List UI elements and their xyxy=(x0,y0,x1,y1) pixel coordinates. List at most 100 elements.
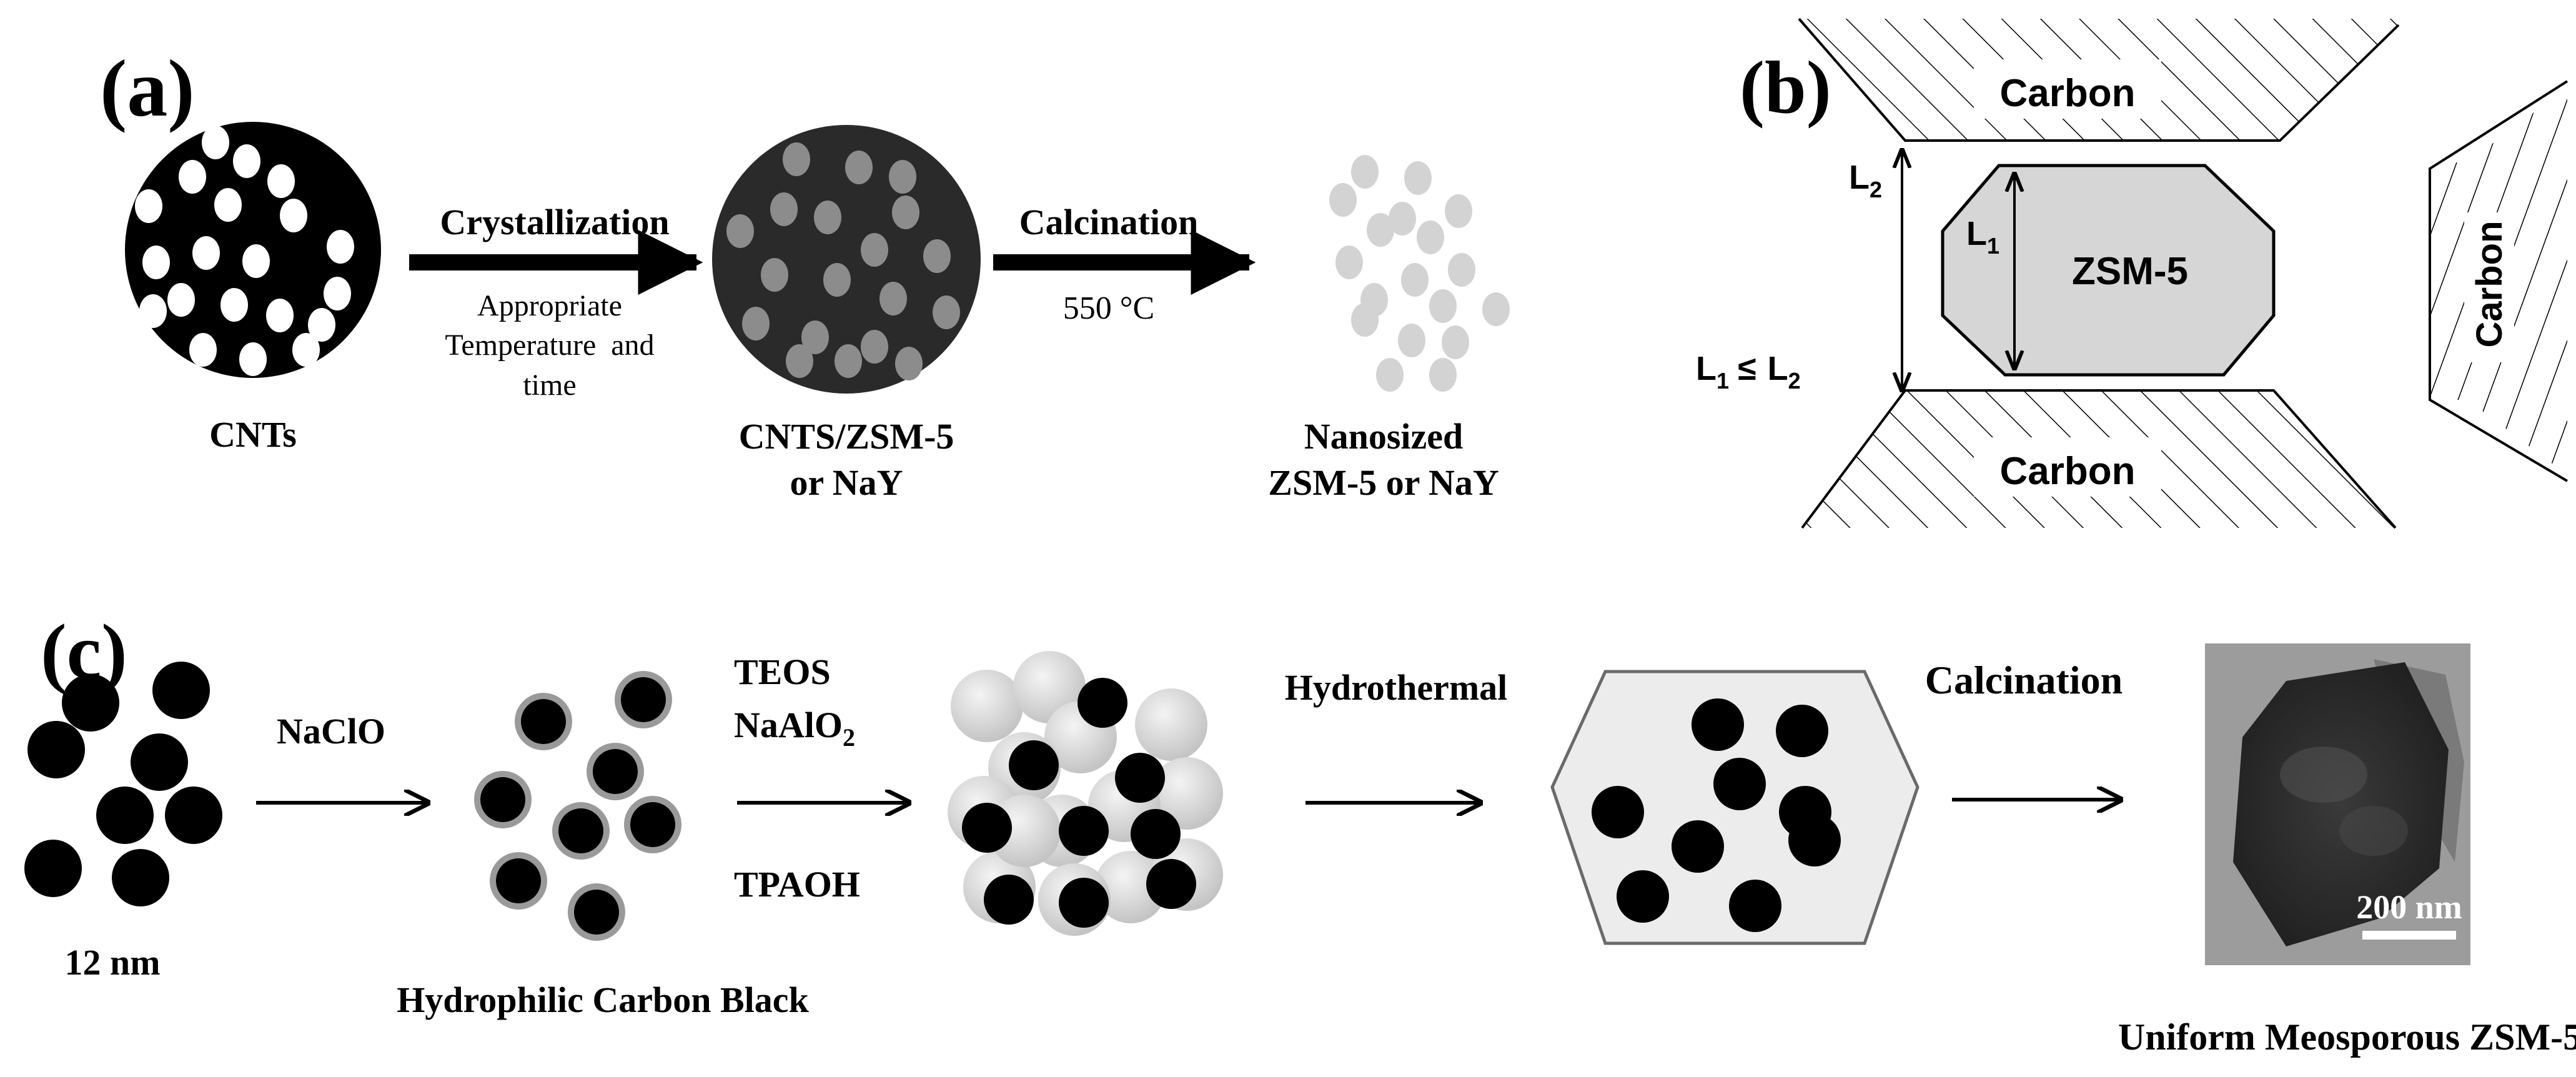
panel-b: (b) Carbon Carbon Carbon ZSM-5 L1 L2 L1≤… xyxy=(1696,17,2569,529)
scale-bar xyxy=(2362,931,2456,940)
carbon-black-particle xyxy=(27,721,85,778)
carbon-right-label-bg xyxy=(2464,212,2514,362)
carbon-black-particle xyxy=(62,674,119,732)
condition-line-3: time xyxy=(523,369,576,402)
calcination-label-c: Calcination xyxy=(1925,658,2123,702)
carbon-core xyxy=(1059,878,1109,928)
silica-shell xyxy=(1135,688,1207,761)
carbon-core xyxy=(962,803,1012,853)
zsm5-dot xyxy=(892,196,919,229)
carbon-template-particle xyxy=(1617,870,1669,923)
zsm5-dot xyxy=(726,214,754,248)
nanosized-dot xyxy=(1401,263,1429,297)
pore xyxy=(233,144,260,178)
calcination-temperature: 550 °C xyxy=(1063,290,1154,326)
nanosized-dot xyxy=(1351,303,1379,337)
carbon-top-label: Carbon xyxy=(2000,72,2136,115)
pore xyxy=(142,246,170,279)
panel-a: (a) CNTs Crystallization Appropriate Tem… xyxy=(100,44,1510,503)
pore xyxy=(239,342,267,376)
pore xyxy=(292,333,320,367)
carbon-black-particle xyxy=(112,849,169,906)
carbon-core xyxy=(1131,809,1181,859)
carbon-template-particle xyxy=(1776,705,1828,757)
carbon-top-label-bg xyxy=(1974,59,2161,119)
carbon-core xyxy=(630,802,675,847)
nanosized-dot xyxy=(1351,155,1379,189)
panel-c: (c) 12 nm NaClO Hydrophilic Carbon Black… xyxy=(24,609,2576,1058)
nanosized-crystals xyxy=(1329,155,1510,392)
carbon-black-particle xyxy=(96,787,154,844)
carbon-core xyxy=(593,749,638,794)
carbon-core xyxy=(574,890,619,935)
naalo2-label: NaAlO2 xyxy=(734,705,855,752)
carbon-template-particle xyxy=(1672,820,1724,873)
naclo-label: NaClO xyxy=(277,711,385,752)
panel-a-label: (a) xyxy=(100,44,195,134)
pore xyxy=(192,236,220,270)
particle-size-label: 12 nm xyxy=(64,942,160,983)
nanosized-dot xyxy=(1482,292,1510,326)
zsm5-crystal xyxy=(1941,164,2276,377)
nanosized-dot xyxy=(1398,324,1425,357)
l1-label: L1 xyxy=(1966,215,1999,259)
nanosized-dot xyxy=(1448,253,1475,287)
carbon-black-particle xyxy=(165,787,222,844)
teos-label: TEOS xyxy=(734,652,831,692)
final-product-label: Uniform Meosporous ZSM-5 xyxy=(2118,1016,2576,1058)
carbon-core xyxy=(1115,753,1165,803)
silica-shell xyxy=(1094,851,1167,923)
cnt-zsm5-disc xyxy=(712,125,981,394)
pore xyxy=(327,230,354,264)
pore xyxy=(167,283,195,317)
carbon-bottom-edge xyxy=(1801,389,2397,529)
pore xyxy=(214,188,242,222)
silica-coated-carbon-cluster xyxy=(948,651,1223,936)
pore xyxy=(202,126,229,159)
nanosized-dot xyxy=(1329,183,1357,217)
zsm5-dot xyxy=(861,330,888,364)
crystallization-label: Crystallization xyxy=(440,202,669,242)
scale-bar-label: 200 nm xyxy=(2356,888,2462,926)
condition-line-1: Appropriate xyxy=(477,289,622,322)
zsm5-dot xyxy=(801,320,829,354)
carbon-inside-crystal xyxy=(1592,698,1841,932)
cnts-zsm5-label-2: or NaY xyxy=(790,462,903,503)
carbon-black-particle xyxy=(24,840,82,897)
carbon-black-particles xyxy=(24,662,222,906)
l1-le-l2-relation: L1≤L2 xyxy=(1696,350,1801,394)
nanosized-dot xyxy=(1335,246,1363,279)
pore xyxy=(220,288,248,322)
carbon-top-edge xyxy=(1798,17,2400,142)
carbon-core xyxy=(480,777,525,822)
l2-label: L2 xyxy=(1849,159,1882,202)
carbon-right-label: Carbon xyxy=(2469,221,2510,348)
carbon-template-particle xyxy=(1713,758,1766,810)
zsm5-crystals-in-cnt xyxy=(726,142,960,380)
silica-shell xyxy=(951,670,1023,742)
pore xyxy=(179,160,206,194)
nanosized-dot xyxy=(1442,325,1469,359)
pore xyxy=(324,277,351,310)
carbon-black-particle xyxy=(152,662,210,719)
panel-b-label: (b) xyxy=(1740,46,1831,129)
zsm5-label: ZSM-5 xyxy=(2072,250,2188,293)
carbon-template-particle xyxy=(1729,880,1781,932)
calcination-label-a: Calcination xyxy=(1019,202,1199,242)
hydrothermal-label: Hydrothermal xyxy=(1285,667,1508,708)
zsm5-dot xyxy=(783,142,810,176)
zsm5-dot xyxy=(786,344,813,378)
nanosized-dot xyxy=(1429,289,1457,323)
tpaoh-label: TPAOH xyxy=(734,864,860,905)
zsm5-dot xyxy=(889,160,916,194)
zsm5-dot xyxy=(761,258,788,292)
carbon-core xyxy=(1009,740,1059,790)
zsm5-dot xyxy=(879,282,907,315)
carbon-core xyxy=(1146,859,1196,909)
zsm5-dot xyxy=(823,263,851,297)
carbon-core xyxy=(521,699,566,744)
pore xyxy=(135,189,162,223)
nanosized-dot xyxy=(1404,161,1432,195)
tem-zsm5-crystal xyxy=(2233,662,2449,946)
